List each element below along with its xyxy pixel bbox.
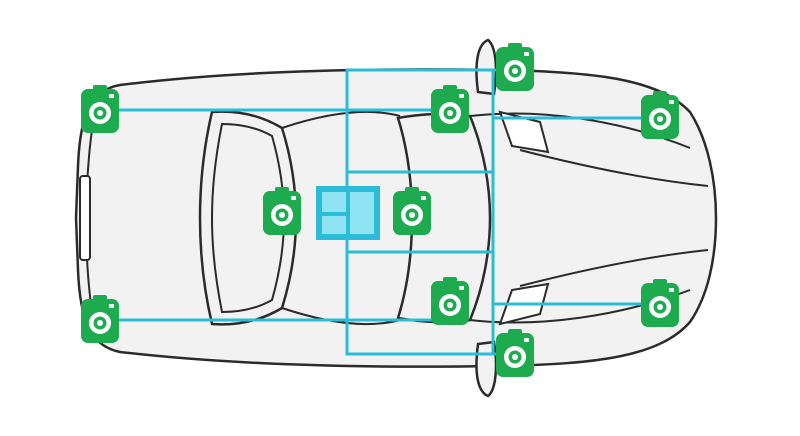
- camera-hub-panel-bottom: [322, 216, 346, 234]
- camera-icon: [641, 279, 679, 327]
- camera-icon: [496, 43, 534, 91]
- camera-icon: [431, 277, 469, 325]
- hood-crease-bottom: [519, 249, 709, 287]
- rear-window-inner: [210, 122, 286, 314]
- camera-icon: [496, 329, 534, 377]
- mirror-top: [475, 38, 498, 96]
- camera-icon: [263, 187, 301, 235]
- camera-hub-panel-left: [322, 192, 346, 212]
- camera-icon: [431, 85, 469, 133]
- hood-crease-top: [519, 149, 709, 187]
- camera-icon: [81, 295, 119, 343]
- camera-hub-panel-right: [350, 192, 374, 234]
- camera-icon: [81, 85, 119, 133]
- rear-window: [198, 110, 298, 326]
- rear-light-bar: [79, 175, 91, 261]
- camera-hub-icon: [316, 186, 380, 240]
- camera-icon: [641, 91, 679, 139]
- camera-icon: [393, 187, 431, 235]
